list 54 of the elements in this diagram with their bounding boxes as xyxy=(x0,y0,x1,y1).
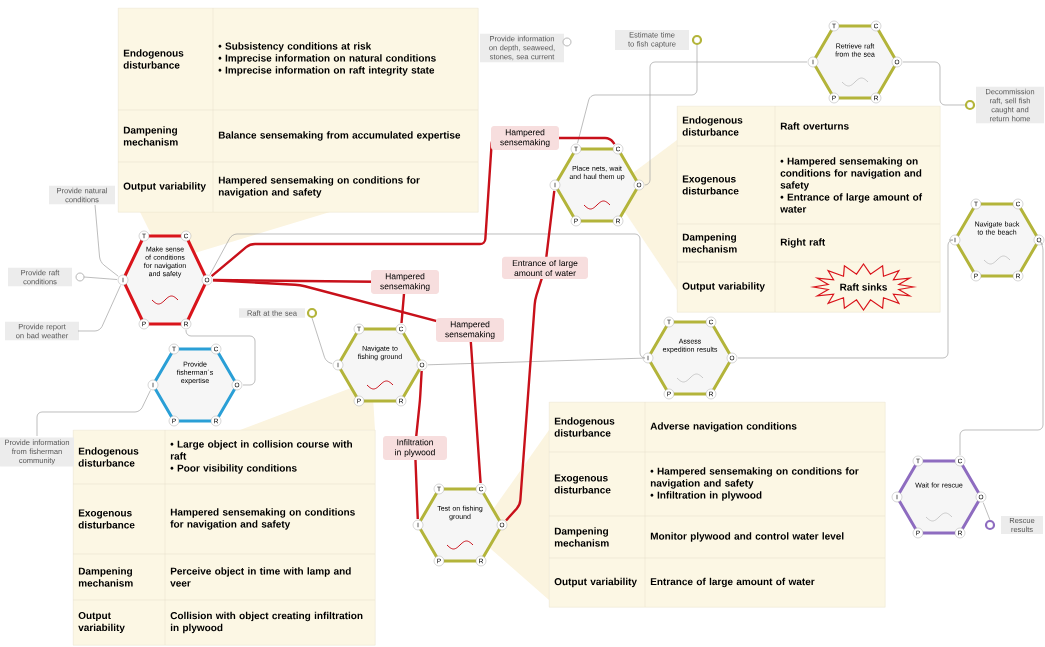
connector xyxy=(94,204,119,277)
connector xyxy=(737,239,954,359)
row-header: Output variability xyxy=(682,282,765,292)
cell-text: Adverse navigation conditions xyxy=(650,422,797,432)
connector xyxy=(36,390,151,437)
connector xyxy=(902,61,966,106)
connector xyxy=(185,329,256,386)
bullet-list: • Hampered sensemaking on conditions for navigation and safety • Entrance of large amount of water xyxy=(780,157,923,213)
cell-text: Monitor plywood and control water level xyxy=(650,532,844,542)
row-header: Output variability xyxy=(123,182,206,192)
bullet-list: • Subsistency conditions at risk • Imprecise information on natural conditions • Imprecise information on raft integrity state xyxy=(218,42,436,76)
connector xyxy=(427,357,643,366)
connector xyxy=(212,279,482,484)
row-header: Dampening mechanism xyxy=(123,126,178,146)
cell-text: Balance sensemaking from accumulated expertise xyxy=(218,131,461,141)
row-header: Exogenous disturbance xyxy=(78,509,135,529)
connector xyxy=(83,276,118,280)
edge-label: Hampered sensemaking xyxy=(436,318,504,342)
cell-text: Perceive object in time with lamp and veer xyxy=(170,567,351,587)
cell-text: Entrance of large amount of water xyxy=(650,577,815,588)
connector xyxy=(959,240,1044,456)
cell-text: Right raft xyxy=(780,238,826,248)
callout-table xyxy=(548,401,886,608)
callout-table xyxy=(676,105,941,313)
connector xyxy=(644,61,808,186)
edge-label: Hampered sensemaking xyxy=(491,126,559,150)
edge-label: Hampered sensemaking xyxy=(371,270,439,294)
row-header: Endogenous disturbance xyxy=(123,49,184,69)
edge-label: Infiltration in plywood xyxy=(383,436,447,460)
row-header: Output variability xyxy=(78,611,125,633)
connector xyxy=(505,190,556,522)
row-header: Output variability xyxy=(554,577,637,588)
bullet-list: • Large object in collision course with raft • Poor visibility conditions xyxy=(170,440,352,474)
edge-label: Entrance of large amount of water xyxy=(502,256,588,280)
connector xyxy=(209,233,646,359)
row-header: Exogenous disturbance xyxy=(554,474,611,494)
connector xyxy=(982,502,991,521)
connector xyxy=(311,317,333,364)
row-header: Dampening mechanism xyxy=(78,567,133,587)
row-header: Endogenous disturbance xyxy=(78,447,139,467)
row-header: Exogenous disturbance xyxy=(682,175,739,195)
row-header: Endogenous disturbance xyxy=(554,417,615,437)
cell-text: Hampered sensemaking on conditions for navigation and safety xyxy=(170,508,355,530)
callout-table xyxy=(72,429,376,646)
cell-text: Hampered sensemaking on conditions for navigation and safety xyxy=(218,176,420,198)
connector xyxy=(77,285,121,332)
bullet-list: • Hampered sensemaking on conditions for navigation and safety • Infiltration in plywood xyxy=(650,467,859,501)
row-header: Dampening mechanism xyxy=(682,233,737,253)
row-header: Dampening mechanism xyxy=(554,527,609,547)
cell-text: Raft overturns xyxy=(780,122,849,130)
connector xyxy=(577,44,698,144)
row-header: Endogenous disturbance xyxy=(682,116,743,136)
cell-text: Collision with object creating infiltration in plywood xyxy=(170,611,363,634)
callout-table xyxy=(117,7,479,213)
